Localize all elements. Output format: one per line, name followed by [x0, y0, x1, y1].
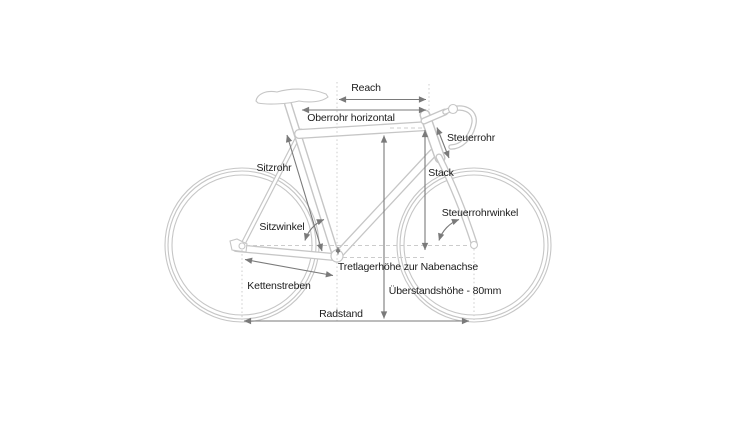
radstand-label: Radstand: [319, 308, 363, 320]
rear-dropout: [229, 238, 248, 253]
kettenstreben-label: Kettenstreben: [247, 280, 311, 292]
steuerrohrwinkel-arc: [438, 218, 460, 241]
oberrohr-horizontal-label: Oberrohr horizontal: [307, 112, 395, 124]
sitzwinkel-label: Sitzwinkel: [259, 221, 305, 233]
tretlagerhoehe-label: Tretlagerhöhe zur Nabenachse: [337, 261, 479, 273]
dimension-arrows: [243, 96, 470, 325]
sitzrohr-label: Sitzrohr: [256, 162, 292, 174]
reach-label: Reach: [351, 82, 381, 94]
frame: [232, 100, 446, 261]
ueberstandshoehe-label: Überstandshöhe - 80mm: [388, 285, 502, 297]
sitzwinkel-arc: [303, 218, 325, 241]
kettenstreben-arrow: [244, 257, 334, 278]
handlebar: [420, 103, 477, 150]
saddle: [255, 88, 329, 105]
steuerrohrwinkel-label: Steuerrohrwinkel: [441, 207, 519, 219]
steuerrohr-label: Steuerrohr: [446, 132, 496, 144]
stack-label: Stack: [428, 167, 454, 179]
steuerrohr-arrow: [436, 127, 450, 159]
fork: [435, 153, 479, 250]
